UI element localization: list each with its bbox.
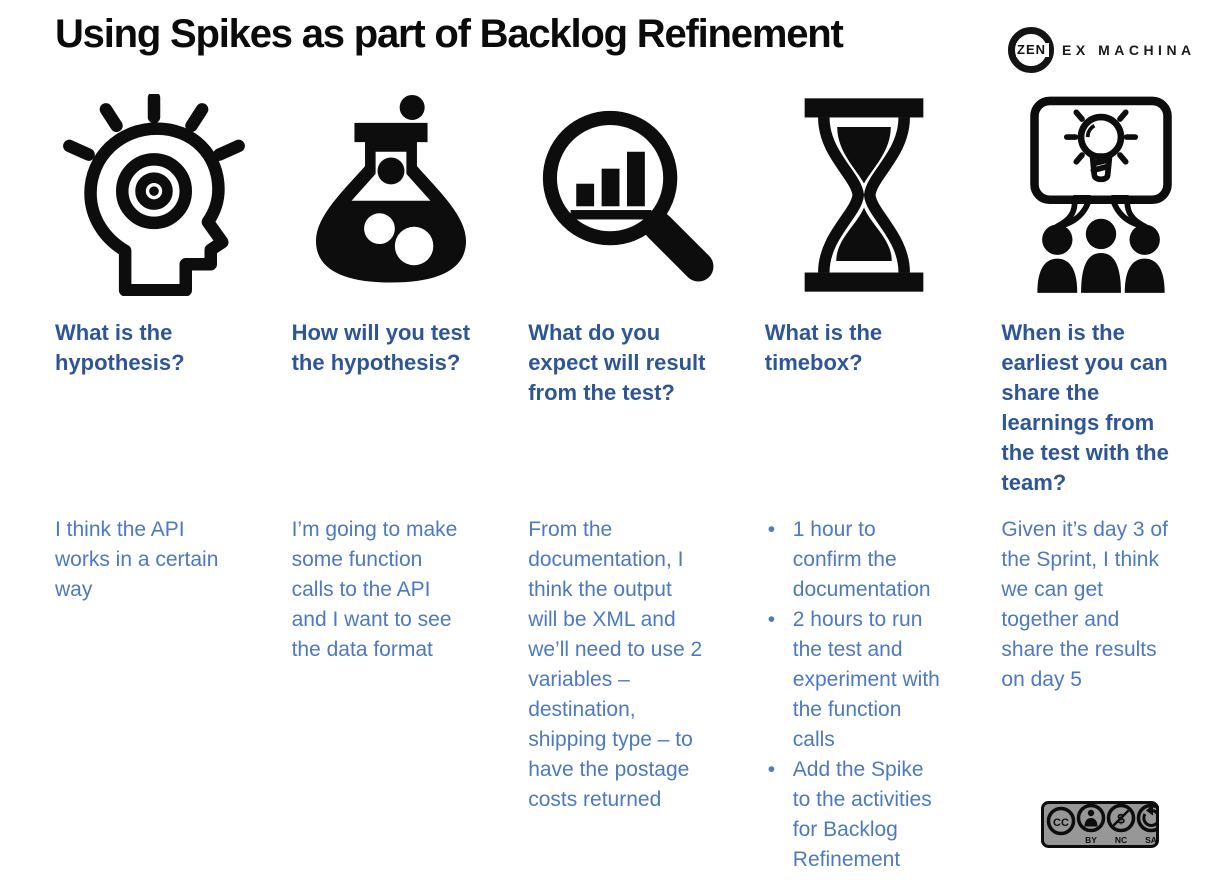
question-heading: What do you expect will result from the …	[528, 320, 706, 405]
cc-icon: CC	[1046, 806, 1076, 836]
question-heading: What is the hypothesis?	[55, 320, 185, 375]
bullet-item: 2 hours to run the test and experiment w…	[765, 605, 964, 755]
column-hypothesis: What is the hypothesis? I think the API …	[55, 90, 254, 875]
cc-by-icon	[1076, 803, 1106, 833]
enso-circle-icon: ZEN	[1008, 27, 1054, 73]
magnifier-chart-icon	[528, 90, 727, 318]
cc-text: CC	[1053, 817, 1069, 829]
column-share-learnings: When is the earliest you can share the l…	[1001, 90, 1200, 875]
logo-zen-text: ZEN	[1016, 43, 1049, 57]
column-timebox: What is the timebox? 1 hour to confirm t…	[765, 90, 964, 875]
thinking-head-icon	[55, 90, 254, 318]
zen-ex-machina-logo: ZEN EX MACHINA	[1008, 26, 1196, 74]
page-title: Using Spikes as part of Backlog Refineme…	[55, 12, 844, 56]
cc-license-badge: CC $ BY NC SA	[1041, 801, 1166, 853]
cc-sa-icon	[1136, 803, 1166, 833]
column-test: How will you test the hypothesis? I’m go…	[292, 90, 491, 875]
experiment-flask-icon	[292, 90, 491, 318]
column-expected-result: What do you expect will result from the …	[528, 90, 727, 875]
cc-by-label: BY	[1085, 835, 1097, 845]
answer-text: I think the API works in a certain way	[55, 518, 219, 601]
cc-nc-label: NC	[1115, 835, 1127, 845]
question-heading: What is the timebox?	[764, 320, 883, 375]
hourglass-icon	[765, 90, 964, 318]
bullet-item: 1 hour to confirm the documentation	[765, 515, 964, 605]
answer-text: Given it’s day 3 of the Sprint, I think …	[1001, 518, 1168, 691]
question-heading: When is the earliest you can share the l…	[1001, 320, 1169, 495]
answer-text: From the documentation, I think the outp…	[528, 518, 703, 811]
question-heading: How will you test the hypothesis?	[291, 320, 471, 375]
team-share-idea-icon	[1001, 90, 1200, 318]
bullet-item: Add the Spike to the activities for Back…	[765, 755, 964, 875]
logo-text: EX MACHINA	[1062, 42, 1196, 58]
cc-nc-icon: $	[1106, 803, 1136, 833]
cc-sa-label: SA	[1145, 835, 1157, 845]
answer-text: I’m going to make some function calls to…	[291, 518, 458, 661]
answer-bullet-list: 1 hour to confirm the documentation 2 ho…	[765, 515, 964, 875]
spike-questions-grid: What is the hypothesis? I think the API …	[55, 90, 1200, 875]
